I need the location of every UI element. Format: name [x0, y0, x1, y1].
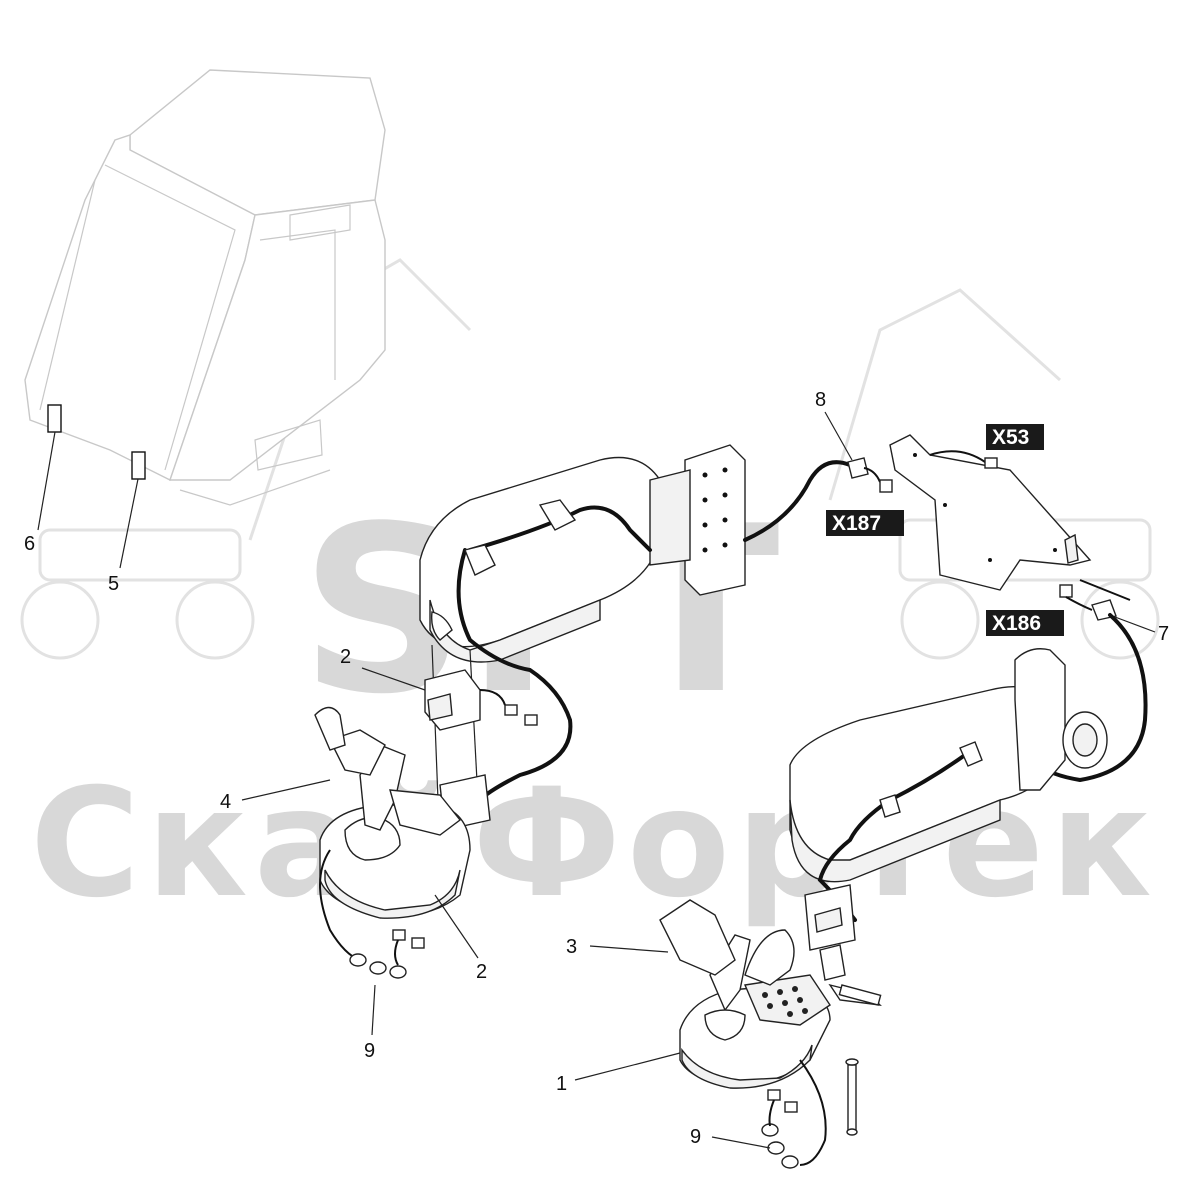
watermark-machine-right — [828, 288, 1160, 660]
callout-9-left: 9 — [364, 1040, 375, 1062]
left-armrest — [419, 444, 746, 663]
mounting-plate — [684, 444, 746, 596]
callout-4: 4 — [220, 791, 231, 813]
keypad-panel — [744, 974, 831, 1026]
callout-8: 8 — [815, 389, 826, 411]
connector-bracket — [847, 434, 1131, 621]
connector-x186: X186 — [992, 612, 1041, 635]
right-joystick — [659, 899, 882, 1169]
right-armrest — [789, 648, 1108, 883]
callout-5: 5 — [108, 573, 119, 595]
cab-outline — [24, 69, 386, 506]
connector-x187: X187 — [832, 512, 881, 535]
connector-labels: X53 X187 X186 — [826, 424, 1064, 636]
callout-6: 6 — [24, 533, 35, 555]
cable-left-upper — [468, 505, 652, 552]
left-joystick — [314, 706, 471, 979]
callout-2-bottom: 2 — [476, 961, 487, 983]
label-plate-6 — [47, 404, 62, 433]
callout-1: 1 — [556, 1073, 567, 1095]
label-plate-5 — [131, 451, 146, 480]
callout-9-right: 9 — [690, 1126, 701, 1148]
callout-7: 7 — [1158, 623, 1169, 645]
callout-3: 3 — [566, 936, 577, 958]
leader-lines — [37, 411, 1156, 1149]
connector-x53: X53 — [992, 426, 1029, 449]
cable-left-lower — [456, 548, 573, 802]
callout-2-top: 2 — [340, 646, 351, 668]
cable-left-to-x187 — [743, 460, 852, 542]
cable-x186-to-right — [1038, 613, 1148, 783]
callouts: 6 5 8 7 2 4 2 3 1 9 9 — [24, 389, 1169, 1148]
